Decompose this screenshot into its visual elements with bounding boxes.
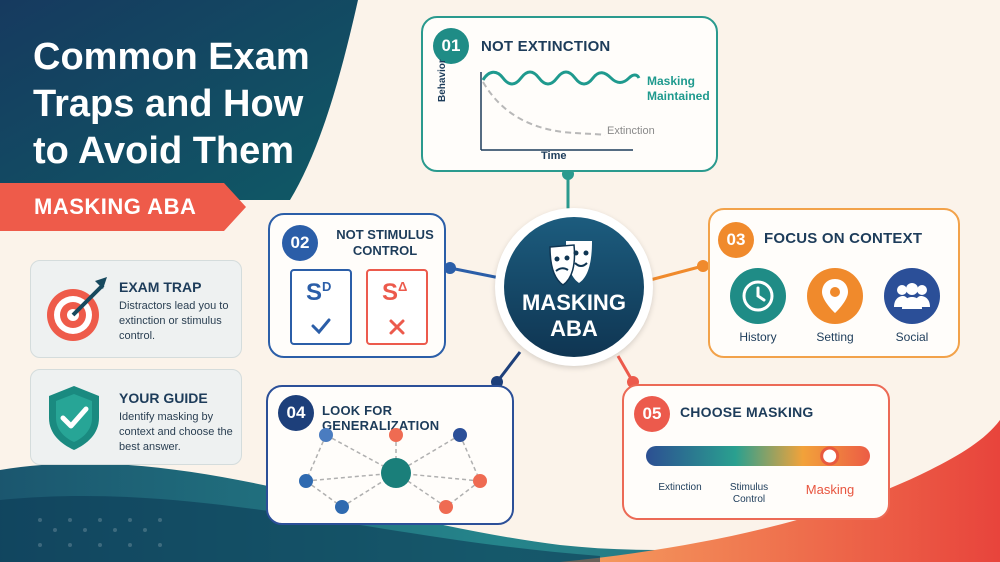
target-icon xyxy=(47,277,107,341)
card4-title: LOOK FOR GENERALIZATION xyxy=(322,403,440,433)
location-pin-icon xyxy=(822,279,848,313)
your-guide-text: Identify masking by context and choose t… xyxy=(119,411,233,453)
bar-label-extinction: Extinction xyxy=(658,482,702,493)
sd-symbol: SD xyxy=(306,279,331,307)
ribbon-banner xyxy=(0,183,246,231)
bar-label-masking: Masking xyxy=(805,482,855,497)
card-focus-on-context: 03 FOCUS ON CONTEXT History Setting Soci… xyxy=(708,208,960,358)
sdelta-s: S xyxy=(382,279,399,306)
exam-trap-text: Distractors lead you to extinction or st… xyxy=(119,300,229,342)
sd-sup: D xyxy=(322,279,332,294)
center-line-1: MASKING xyxy=(522,290,626,315)
history-label: History xyxy=(739,330,777,344)
step-number-03: 03 xyxy=(718,222,754,258)
card-not-extinction: 01 NOT EXTINCTION Behavior Time Masking … xyxy=(421,16,718,172)
extinction-label: Extinction xyxy=(607,125,655,137)
card-choose-masking: 05 CHOOSE MASKING Extinction Stimulus Co… xyxy=(622,384,890,520)
graph-ylabel: Behavior xyxy=(437,59,448,102)
step-number-05: 05 xyxy=(634,396,670,432)
sdelta-box: SΔ xyxy=(366,269,428,345)
card1-title: NOT EXTINCTION xyxy=(481,38,611,55)
card2-title-line1: NOT STIMULUS xyxy=(336,227,434,242)
social-label: Social xyxy=(895,330,929,344)
exam-trap-card: EXAM TRAP Distractors lead you to extinc… xyxy=(30,260,242,358)
center-hub: MASKING ABA xyxy=(495,208,653,366)
sd-box: SD xyxy=(290,269,352,345)
card-look-for-generalization: 04 LOOK FOR GENERALIZATION xyxy=(266,385,514,525)
history-circle xyxy=(730,268,786,324)
graph-xlabel: Time xyxy=(541,150,567,162)
your-guide-title: YOUR GUIDE xyxy=(119,390,208,406)
masking-maintained-label: Masking Maintained xyxy=(647,74,710,104)
card-not-stimulus-control: 02 NOT STIMULUS CONTROL SD SΔ xyxy=(268,213,446,358)
center-line-2: ABA xyxy=(550,316,598,341)
bar-label-stimulus-control: Stimulus Control xyxy=(729,482,769,505)
extinction-graph xyxy=(480,70,641,151)
exam-trap-title: EXAM TRAP xyxy=(119,279,202,295)
title-line-2: Traps and How xyxy=(33,83,304,125)
card5-title: CHOOSE MASKING xyxy=(680,404,814,420)
checkmark-icon xyxy=(311,318,331,335)
title-line-3: to Avoid Them xyxy=(33,130,295,172)
choice-gradient-bar xyxy=(646,446,870,466)
social-circle xyxy=(884,268,940,324)
center-label: MASKING ABA xyxy=(495,290,653,342)
bar-marker xyxy=(820,446,840,466)
ribbon-label: MASKING ABA xyxy=(34,194,197,219)
setting-circle xyxy=(807,268,863,324)
card2-title: NOT STIMULUS CONTROL xyxy=(326,227,444,259)
masking-label-1: Masking xyxy=(647,74,696,88)
card2-title-line2: CONTROL xyxy=(352,243,418,258)
card3-title: FOCUS ON CONTEXT xyxy=(764,230,923,247)
step-number-04: 04 xyxy=(278,395,314,431)
sd-s: S xyxy=(306,279,323,306)
sdelta-sup: Δ xyxy=(398,279,408,294)
x-mark-icon xyxy=(389,319,405,335)
masking-label-2: Maintained xyxy=(647,89,710,103)
generalization-network xyxy=(299,428,487,514)
shield-check-icon xyxy=(49,386,99,450)
clock-icon xyxy=(742,280,774,312)
page-title: Common Exam Traps and How to Avoid Them xyxy=(33,34,333,175)
sdelta-symbol: SΔ xyxy=(382,279,407,307)
setting-label: Setting xyxy=(816,330,854,344)
title-line-1: Common Exam xyxy=(33,36,310,78)
step-number-01: 01 xyxy=(433,28,469,64)
center-badge xyxy=(504,217,644,357)
people-icon xyxy=(894,283,930,309)
theater-masks-icon xyxy=(549,241,592,286)
your-guide-card: YOUR GUIDE Identify masking by context a… xyxy=(30,369,242,465)
step-number-02: 02 xyxy=(282,225,318,261)
